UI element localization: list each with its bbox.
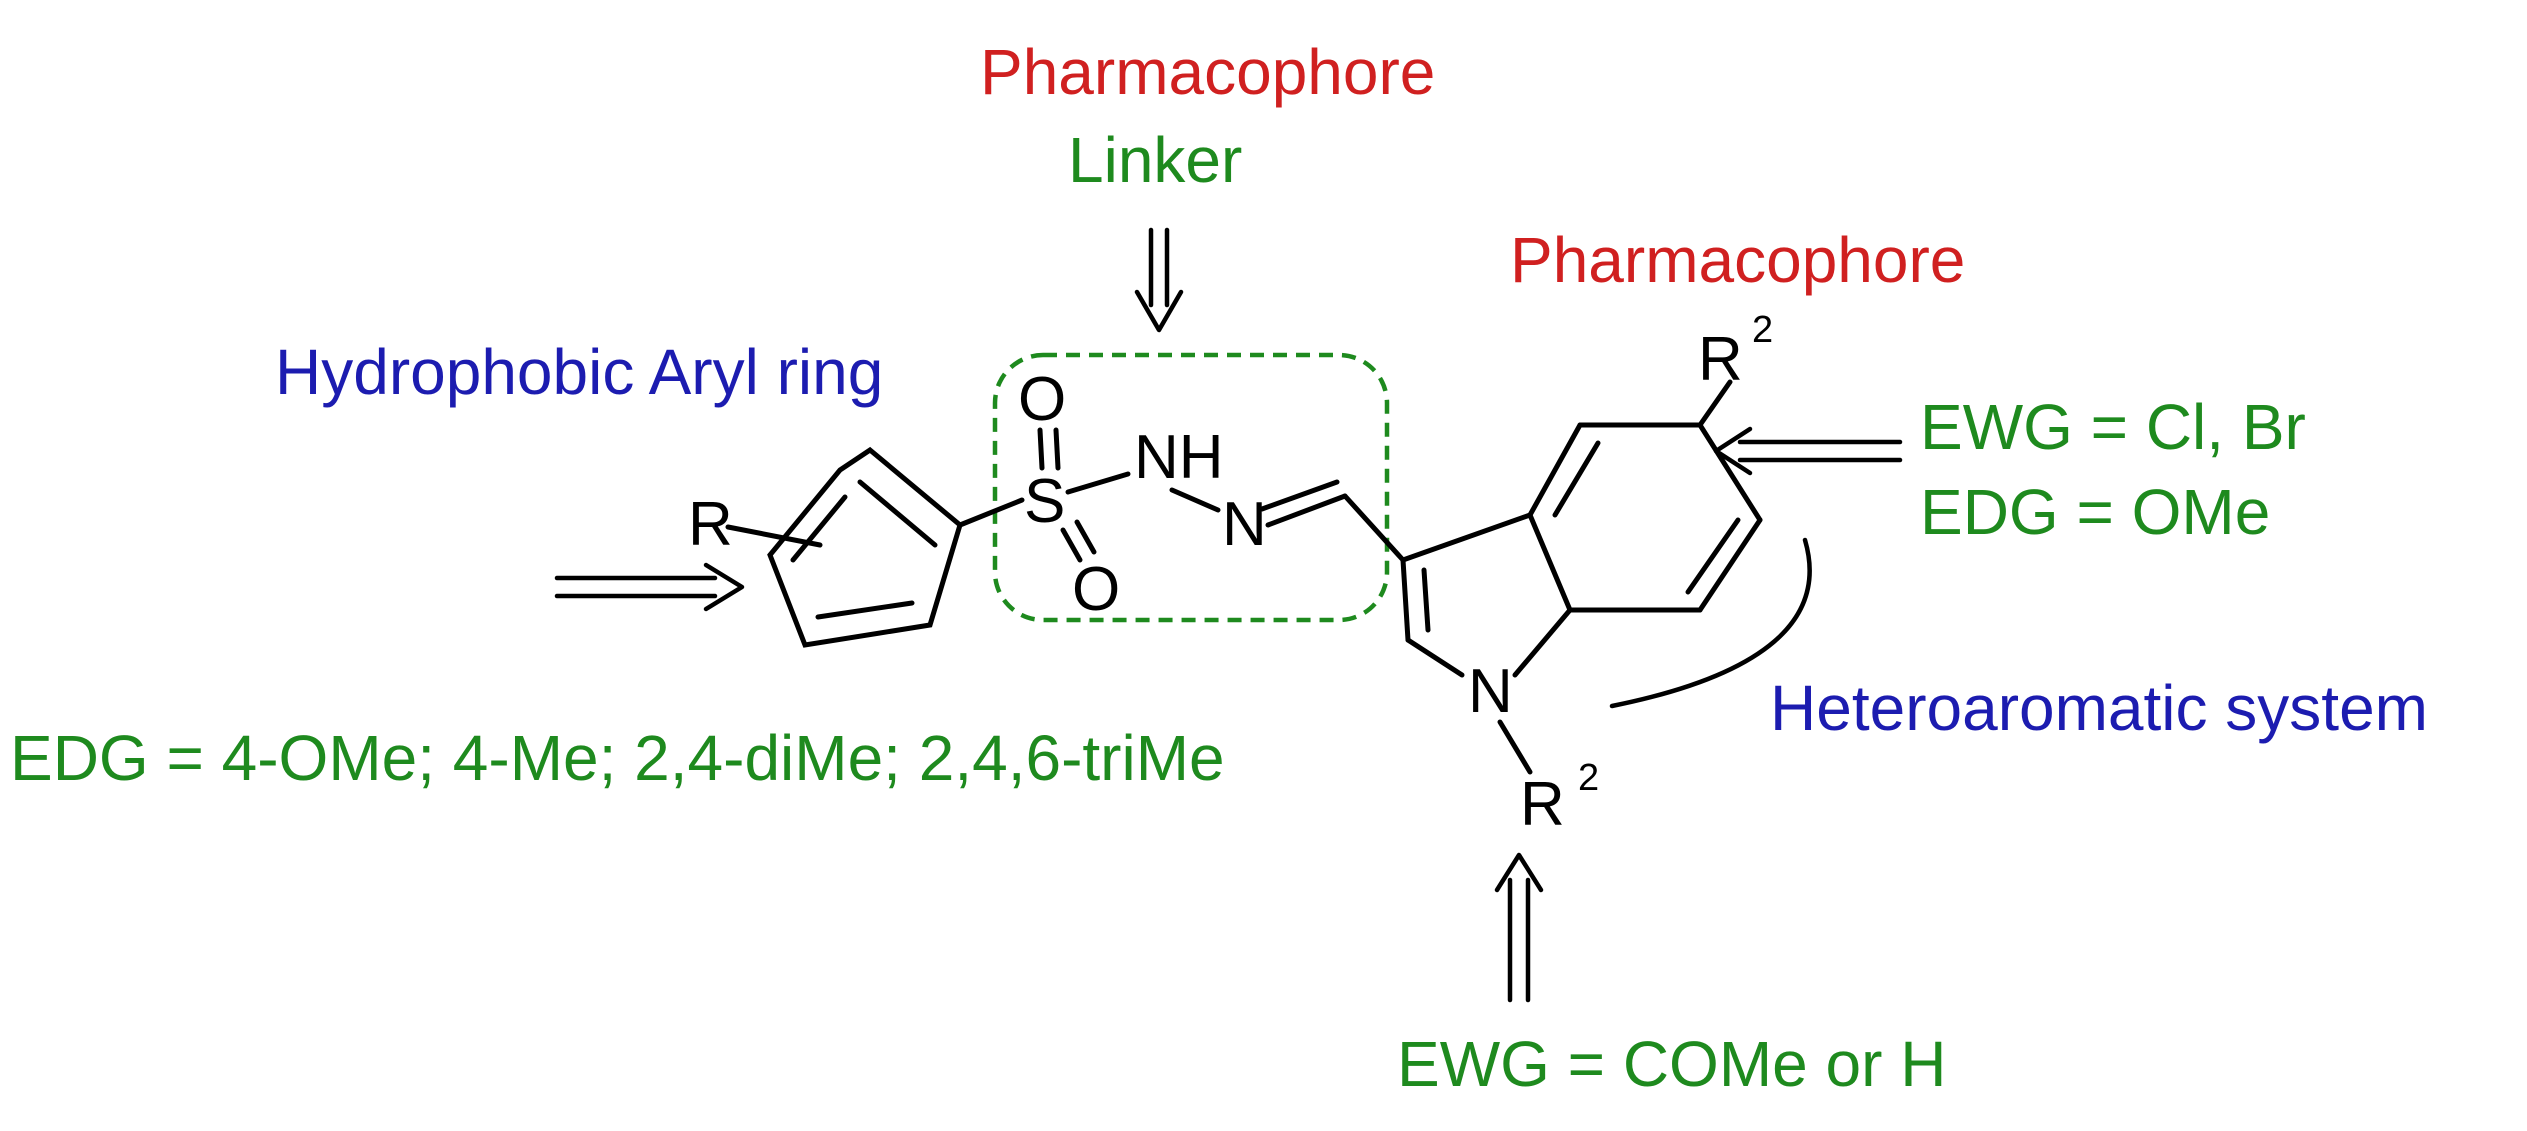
atom-r2-top: R: [1698, 325, 1743, 394]
r-bond: [725, 524, 823, 548]
edg-right-label: EDG = OMe: [1920, 476, 2271, 548]
atom-n-indole: N: [1468, 657, 1513, 726]
linker-box: [992, 352, 1390, 623]
c5-r2-bond: [1697, 379, 1733, 428]
atom-s: S: [1024, 467, 1065, 536]
so-top-bond-2: [1053, 427, 1061, 471]
n-r2-bond: [1497, 719, 1533, 775]
atom-nh: NH: [1134, 423, 1224, 492]
so-bottom-bond-2: [1074, 519, 1097, 555]
heteroaromatic-arc: [1609, 537, 1812, 709]
arrow-linker: [1134, 227, 1184, 333]
so-bottom-bond-1: [1060, 527, 1083, 563]
ring-s-bond: [957, 497, 1025, 528]
atom-o-bottom: O: [1072, 555, 1120, 624]
pharmacophore-label-right: Pharmacophore: [1510, 224, 1966, 296]
linker-label: Linker: [1068, 124, 1243, 196]
arrow-bottom: [1494, 852, 1544, 1003]
atom-r2-bottom-sup: 2: [1578, 757, 1599, 799]
imine-bond-1: [1265, 493, 1348, 528]
atom-n-imine: N: [1222, 490, 1267, 559]
ewg-right-label: EWG = Cl, Br: [1920, 391, 2306, 463]
hydrophobic-aryl-label: Hydrophobic Aryl ring: [275, 336, 884, 408]
ewg-bottom-label: EWG = COMe or H: [1397, 1028, 1947, 1100]
indole-pyrrole-ring: [1400, 512, 1573, 678]
so-top-bond-1: [1037, 427, 1045, 471]
ch-c3-bond: [1342, 493, 1406, 563]
nh-n-bond: [1169, 487, 1221, 513]
arrow-right: [1713, 426, 1903, 476]
edg-left-label: EDG = 4-OMe; 4-Me; 2,4-diMe; 2,4,6-triMe: [10, 722, 1225, 794]
s-nh-bond: [1065, 471, 1131, 495]
benzene-ring: [767, 446, 963, 648]
indole-benzene-ring: [1527, 422, 1763, 613]
arrow-left: [554, 562, 745, 612]
atom-o-top: O: [1018, 365, 1066, 434]
pharmacophore-label-top: Pharmacophore: [980, 36, 1436, 108]
imine-bond-2: [1259, 479, 1340, 512]
atom-r2-bottom: R: [1520, 770, 1565, 839]
atom-r: R: [688, 490, 733, 559]
atom-r2-top-sup: 2: [1752, 309, 1773, 351]
heteroaromatic-label: Heteroaromatic system: [1770, 672, 2428, 744]
